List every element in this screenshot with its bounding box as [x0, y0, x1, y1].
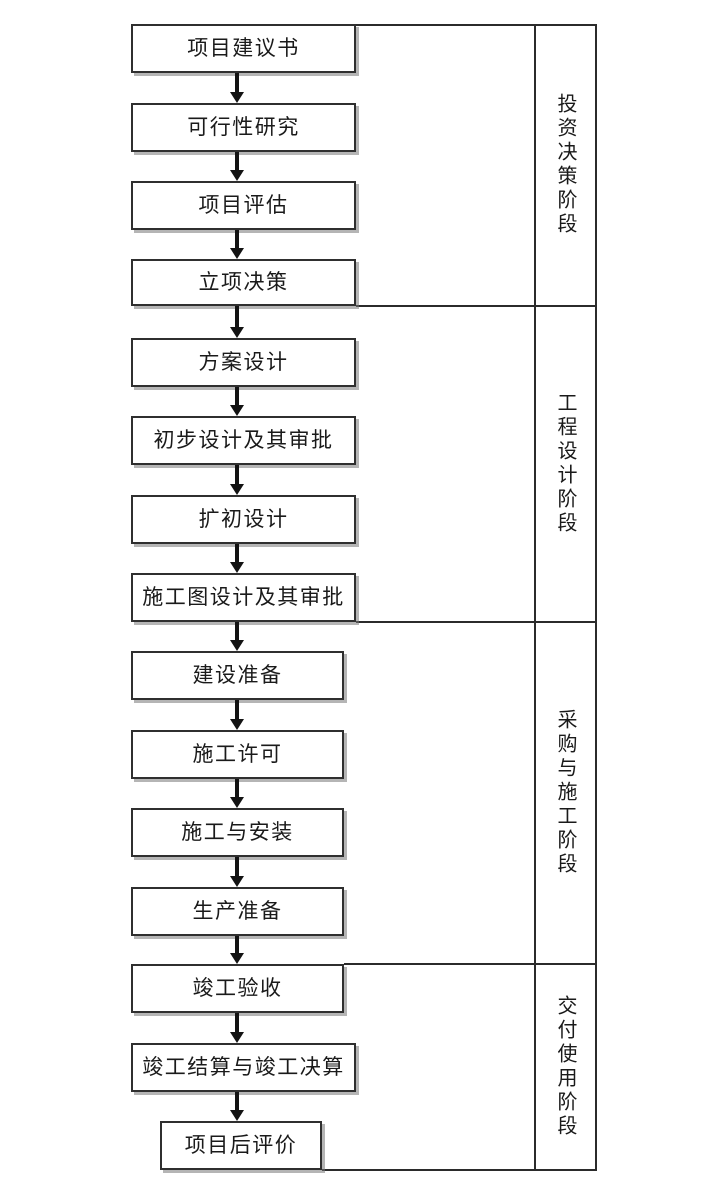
process-box-construction-preparation[interactable]: 建设准备	[131, 651, 344, 700]
process-box-label: 竣工结算与竣工决算	[142, 1055, 345, 1079]
process-box-construction-drawing-design-and-approval[interactable]: 施工图设计及其审批	[131, 573, 356, 622]
arrow-down-icon	[230, 936, 244, 964]
process-box-completion-acceptance[interactable]: 竣工验收	[131, 964, 344, 1013]
process-box-label: 竣工验收	[192, 976, 283, 1000]
process-box-label: 立项决策	[198, 270, 289, 294]
process-box-project-approval-decision[interactable]: 立项决策	[131, 259, 356, 306]
phase-label-text: 工程设计阶段	[554, 392, 576, 536]
arrow-down-icon	[230, 73, 244, 103]
arrow-down-icon	[230, 622, 244, 651]
phase-label-text: 交付使用阶段	[554, 995, 576, 1139]
process-box-project-appraisal[interactable]: 项目评估	[131, 181, 356, 230]
process-box-label: 项目建议书	[187, 36, 300, 60]
process-box-project-proposal[interactable]: 项目建议书	[131, 24, 356, 73]
process-box-label: 建设准备	[192, 663, 283, 687]
phase-label-text: 采购与施工阶段	[554, 709, 576, 877]
process-box-construction-permit[interactable]: 施工许可	[131, 730, 344, 779]
process-box-label: 扩初设计	[198, 507, 289, 531]
process-box-extended-preliminary-design[interactable]: 扩初设计	[131, 495, 356, 544]
process-box-post-project-evaluation[interactable]: 项目后评价	[160, 1121, 322, 1170]
arrow-down-icon	[230, 700, 244, 730]
arrow-down-icon	[230, 544, 244, 573]
phase-label-investment-decision: 投资决策阶段	[536, 24, 595, 306]
process-box-preliminary-design-and-approval[interactable]: 初步设计及其审批	[131, 416, 356, 465]
arrow-down-icon	[230, 152, 244, 181]
phase-column-divider	[534, 24, 536, 1171]
arrow-down-icon	[230, 387, 244, 416]
phase-label-text: 投资决策阶段	[554, 93, 576, 237]
frame-bottom-border	[322, 1169, 597, 1171]
frame-right-border	[595, 24, 597, 1171]
phase-divider-2	[356, 621, 597, 623]
arrow-down-icon	[230, 779, 244, 808]
process-box-label: 项目评估	[198, 193, 289, 217]
process-box-production-preparation[interactable]: 生产准备	[131, 887, 344, 936]
arrow-down-icon	[230, 1092, 244, 1121]
process-box-feasibility-study[interactable]: 可行性研究	[131, 103, 356, 152]
process-box-label: 初步设计及其审批	[153, 428, 334, 452]
phase-label-delivery-and-use: 交付使用阶段	[536, 964, 595, 1170]
frame-top-border	[356, 24, 597, 26]
phase-divider-3	[344, 963, 597, 965]
process-box-label: 项目后评价	[184, 1133, 298, 1157]
arrow-down-icon	[230, 857, 244, 887]
process-box-scheme-design[interactable]: 方案设计	[131, 338, 356, 387]
phase-label-engineering-design: 工程设计阶段	[536, 306, 595, 622]
arrow-down-icon	[230, 230, 244, 259]
process-box-label: 方案设计	[198, 350, 289, 374]
phase-label-procurement-and-construction: 采购与施工阶段	[536, 622, 595, 964]
process-box-final-settlement-and-final-account[interactable]: 竣工结算与竣工决算	[131, 1043, 356, 1092]
process-box-construction-and-installation[interactable]: 施工与安装	[131, 808, 344, 857]
process-box-label: 施工许可	[192, 742, 283, 766]
arrow-down-icon	[230, 1013, 244, 1043]
process-box-label: 施工与安装	[181, 820, 294, 844]
phase-divider-1	[356, 305, 597, 307]
arrow-down-icon	[230, 465, 244, 495]
process-box-label: 生产准备	[192, 899, 283, 923]
process-box-label: 可行性研究	[187, 115, 300, 139]
arrow-down-icon	[230, 306, 244, 338]
process-box-label: 施工图设计及其审批	[142, 585, 345, 609]
